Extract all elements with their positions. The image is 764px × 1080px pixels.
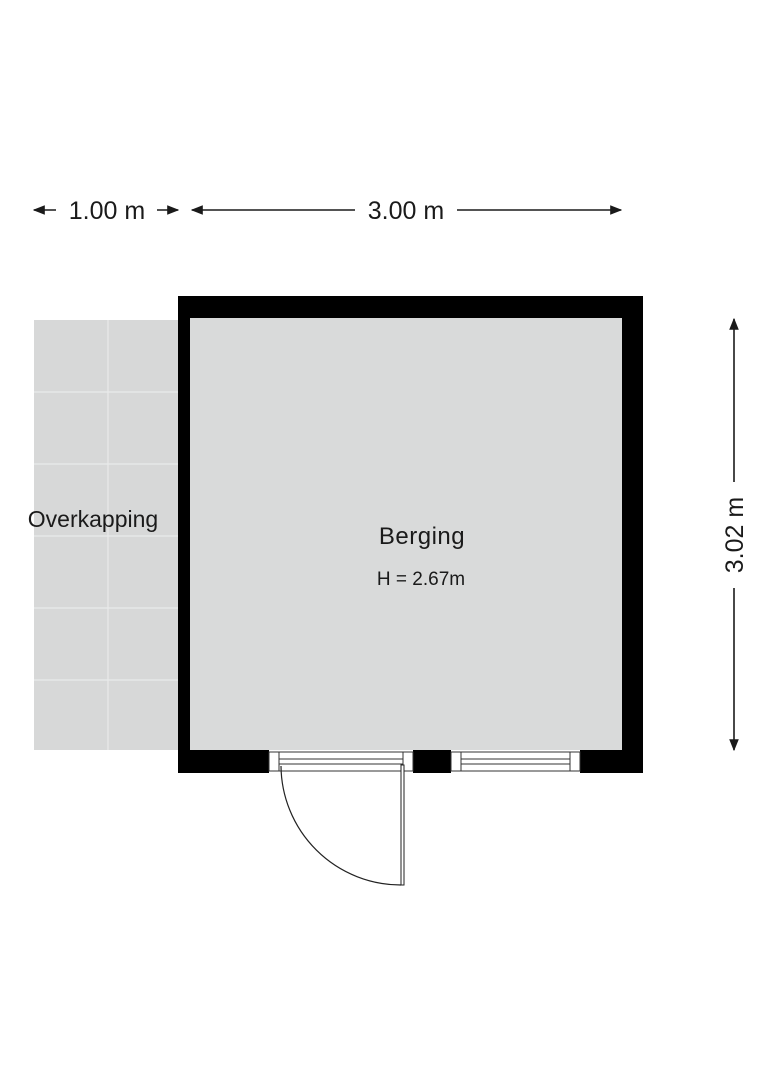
door-leaf xyxy=(400,764,405,886)
storage-room-height: H = 2.67m xyxy=(377,569,465,590)
dimension-room-width: 3.00 m xyxy=(190,197,623,225)
storage-room-label: Berging xyxy=(379,523,465,550)
overhang-fill xyxy=(34,320,180,750)
storage-room-floor xyxy=(190,318,622,750)
dimension-overhang-width: 1.00 m xyxy=(32,197,180,225)
dimension-label-room-width: 3.00 m xyxy=(368,197,444,225)
overhang-label: Overkapping xyxy=(28,506,158,532)
walls xyxy=(178,296,643,773)
door xyxy=(268,751,414,886)
wall-bottom-right xyxy=(580,750,643,773)
door-swing-arc xyxy=(280,765,402,886)
wall-bottom-left xyxy=(178,750,269,773)
dimension-label-overhang-width: 1.00 m xyxy=(69,197,145,225)
wall-top xyxy=(178,296,643,318)
wall-right xyxy=(622,296,643,773)
window xyxy=(450,751,581,772)
wall-bottom-pier xyxy=(413,750,451,773)
overhang-area xyxy=(34,320,180,750)
dimension-room-depth: 3.02 m xyxy=(721,317,749,752)
overhang-tiles xyxy=(34,320,180,750)
dimension-label-room-depth: 3.02 m xyxy=(721,497,749,573)
wall-left xyxy=(178,296,190,773)
